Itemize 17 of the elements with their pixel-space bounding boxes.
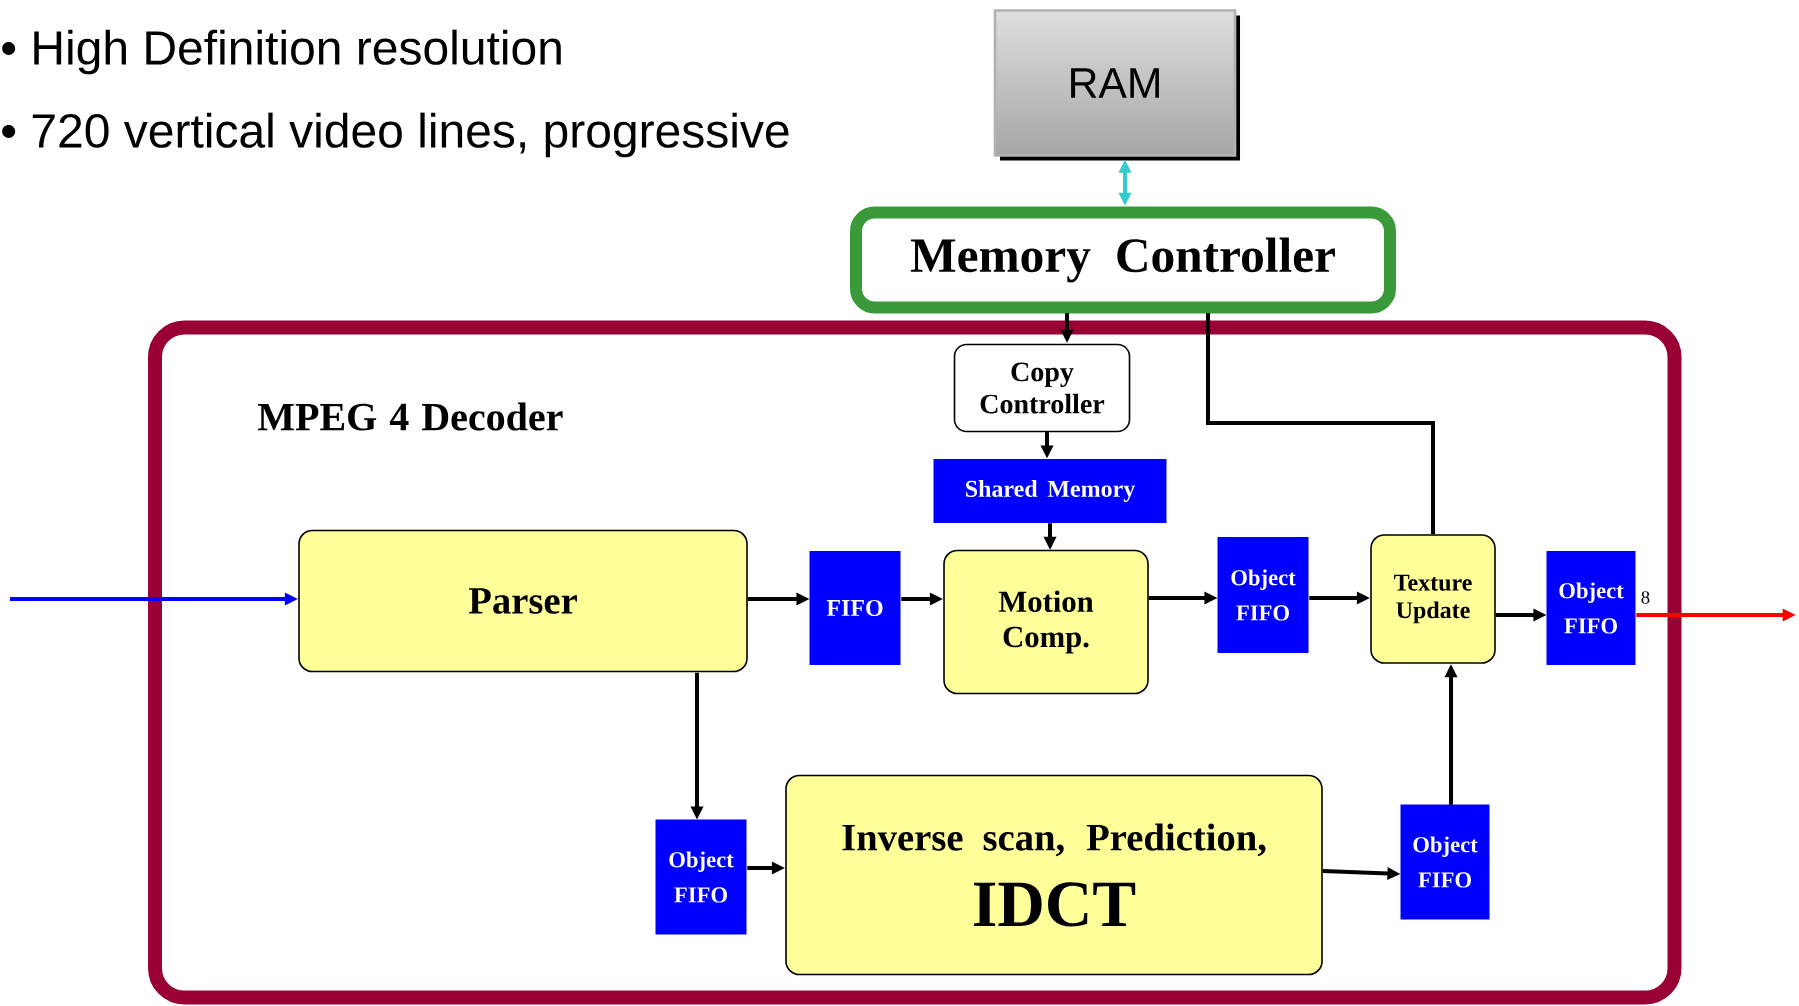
process-box: Texture Update [1370, 534, 1496, 664]
controller-box: Memory Controller [850, 206, 1396, 314]
fifo-box: FIFO [809, 551, 901, 665]
bullet-text: • 720 vertical video lines, progressive [2, 112, 789, 158]
process-box: Inverse scan, Prediction, IDCT [785, 774, 1323, 976]
side-number: 8 [1641, 591, 1650, 604]
fifo-box: Object FIFO [1400, 804, 1490, 920]
fifo-box: Object FIFO [655, 819, 747, 935]
process-box: Motion Comp. [943, 549, 1149, 695]
process-box: Parser [298, 529, 748, 673]
connector-line [1206, 313, 1435, 535]
bullet-text: • High Definition resolution [2, 29, 561, 75]
fifo-box: Object FIFO [1217, 537, 1309, 653]
fifo-box: Object FIFO [1546, 551, 1636, 665]
process-box: Copy Controller [953, 343, 1131, 433]
ram-box: RAM [993, 9, 1240, 161]
memory-box: Shared Memory [933, 459, 1167, 523]
